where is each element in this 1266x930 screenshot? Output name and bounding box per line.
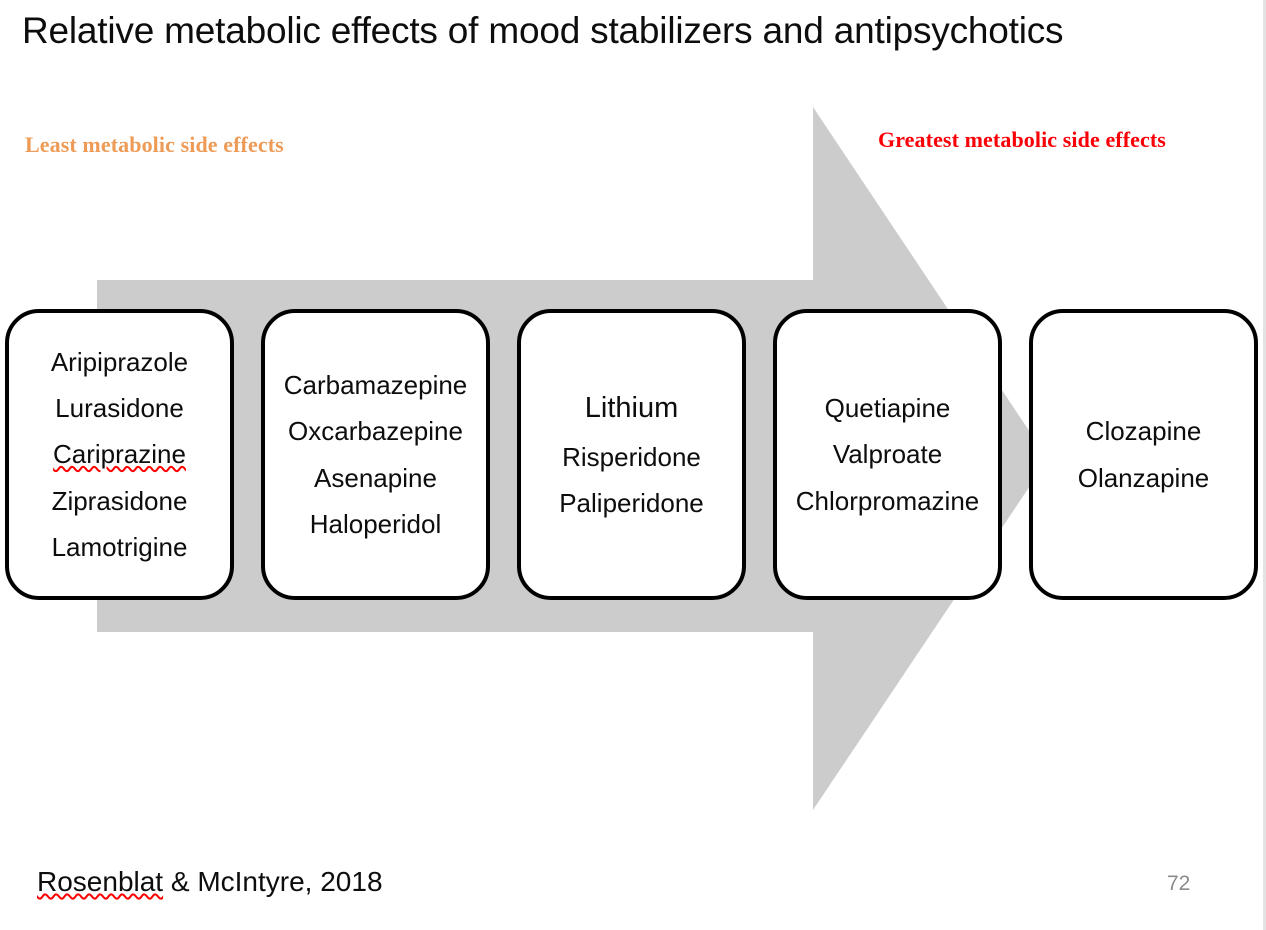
least-side-effects-label: Least metabolic side effects [25, 132, 284, 157]
drug-name: Lamotrigine [51, 531, 188, 562]
drug-name: Carbamazepine [283, 370, 468, 401]
drug-name: Asenapine [314, 462, 437, 493]
drug-name: Valproate [832, 439, 943, 470]
drug-name: Risperidone [562, 442, 701, 473]
citation-rest: & McIntyre, 2018 [163, 866, 383, 897]
drug-box-least[interactable]: Aripiprazole Lurasidone Cariprazine Zipr… [5, 309, 234, 600]
drug-box-moderate[interactable]: Lithium Risperidone Paliperidone [517, 309, 746, 600]
drug-name: Lurasidone [55, 393, 184, 424]
drug-name: Quetiapine [824, 393, 951, 424]
drug-name: Lithium [584, 391, 679, 424]
drug-name: Olanzapine [1077, 462, 1210, 493]
drug-name-misspelled: Cariprazine [53, 439, 186, 470]
citation-author-misspelled: Rosenblat [37, 866, 164, 897]
greatest-side-effects-label: Greatest metabolic side effects [878, 127, 1166, 152]
drug-name: Chlorpromazine [795, 485, 980, 516]
drug-name: Clozapine [1085, 416, 1202, 447]
drug-box-greatest[interactable]: Clozapine Olanzapine [1029, 309, 1258, 600]
citation: Rosenblat & McIntyre, 2018 [37, 866, 383, 898]
drug-name: Aripiprazole [50, 347, 189, 378]
page-title: Relative metabolic effects of mood stabi… [22, 10, 1064, 51]
drug-name: Oxcarbazepine [288, 416, 463, 447]
drug-box-low[interactable]: Carbamazepine Oxcarbazepine Asenapine Ha… [261, 309, 490, 600]
page-number: 72 [1167, 872, 1191, 895]
drug-name: Paliperidone [559, 488, 704, 519]
drug-box-high[interactable]: Quetiapine Valproate Chlorpromazine [773, 309, 1002, 600]
drug-box-row: Aripiprazole Lurasidone Cariprazine Zipr… [0, 309, 1263, 600]
drug-name: Haloperidol [309, 508, 442, 539]
drug-name: Ziprasidone [51, 485, 188, 516]
